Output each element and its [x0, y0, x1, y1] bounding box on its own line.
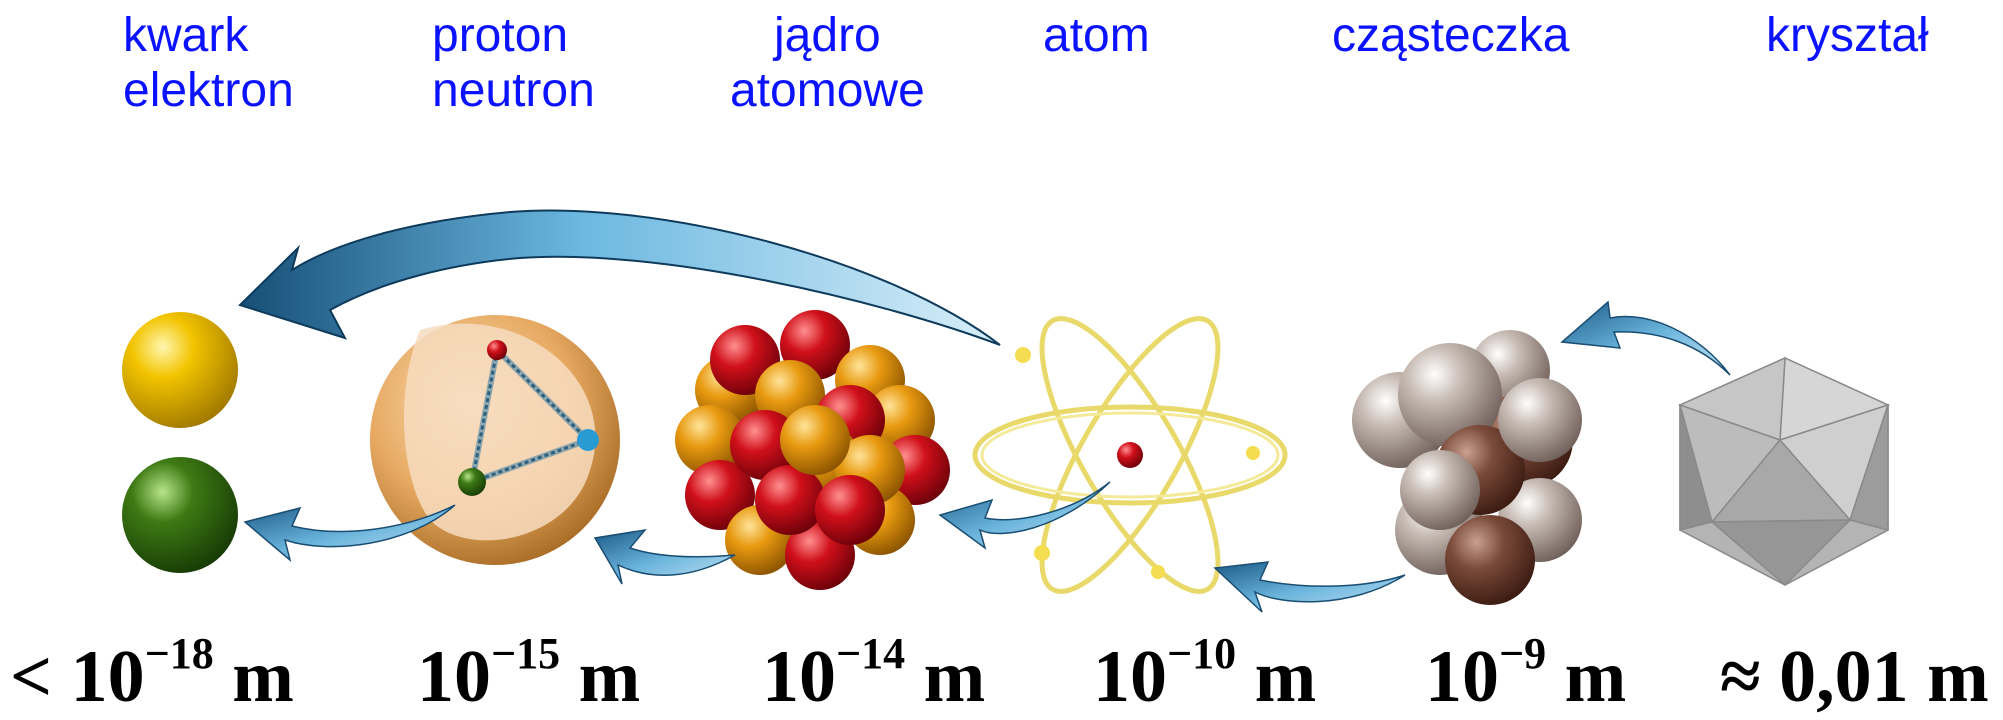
- scale-prefix: 10: [1425, 636, 1499, 718]
- scale-quark: < 10−18 m: [10, 632, 294, 720]
- arrow-proton-to-electron-icon: [243, 504, 456, 563]
- scale-crystal: ≈ 0,01 m: [1720, 635, 1989, 720]
- scale-exponent: −10: [1167, 629, 1237, 678]
- label-atom: atom: [1043, 8, 1150, 63]
- label-line: kwark: [123, 9, 249, 62]
- label-line: elektron: [123, 64, 294, 117]
- quark-sphere-icon: [122, 312, 238, 428]
- scale-atom: 10−10 m: [1093, 632, 1317, 720]
- arrow-atom-to-nucleus-icon: [938, 481, 1111, 550]
- nucleus-icon: [675, 310, 950, 590]
- label-line: kryształ: [1766, 9, 1929, 62]
- label-proton-neutron: proton neutron: [432, 8, 595, 118]
- scale-unit: m: [560, 636, 641, 718]
- scale-prefix: 10: [762, 636, 836, 718]
- arrow-nucleus-to-proton-icon: [593, 528, 736, 585]
- arrow-molecule-to-atom-icon: [1213, 561, 1406, 613]
- arrow-crystal-to-molecule-icon: [1560, 300, 1731, 376]
- label-line: atom: [1043, 9, 1150, 62]
- big-arrow-icon: [238, 209, 1001, 346]
- scale-prefix: < 10: [10, 636, 145, 718]
- atom-icon: [972, 316, 1288, 594]
- molecule-icon: [1352, 330, 1582, 605]
- scale-unit: m: [1546, 636, 1627, 718]
- electron-sphere-icon: [122, 457, 238, 573]
- label-line: atomowe: [730, 64, 925, 117]
- scale-proton: 10−15 m: [417, 632, 641, 720]
- scale-unit: m: [905, 636, 986, 718]
- proton-sphere-icon: [370, 315, 620, 565]
- scale-unit: m: [1908, 636, 1989, 718]
- label-crystal: kryształ: [1766, 8, 1929, 63]
- scale-unit: m: [1236, 636, 1317, 718]
- scale-molecule: 10−9 m: [1425, 632, 1627, 720]
- scale-prefix: 10: [417, 636, 491, 718]
- scale-illustration: [122, 209, 1891, 613]
- scale-prefix: ≈ 0,01: [1720, 636, 1909, 718]
- scale-prefix: 10: [1093, 636, 1167, 718]
- crystal-icon: [1677, 356, 1891, 587]
- scale-exponent: −14: [836, 629, 906, 678]
- scale-nucleus: 10−14 m: [762, 632, 986, 720]
- scale-exponent: −9: [1499, 629, 1547, 678]
- scale-exponent: −15: [491, 629, 561, 678]
- label-line: proton: [432, 9, 569, 62]
- label-line: cząsteczka: [1332, 9, 1570, 62]
- label-line: neutron: [432, 64, 595, 117]
- label-line: jądro: [774, 9, 881, 62]
- label-molecule: cząsteczka: [1332, 8, 1569, 63]
- scale-unit: m: [213, 636, 294, 718]
- label-quark-electron: kwark elektron: [123, 8, 294, 118]
- scale-exponent: −18: [144, 629, 214, 678]
- label-nucleus: jądro atomowe: [730, 8, 925, 118]
